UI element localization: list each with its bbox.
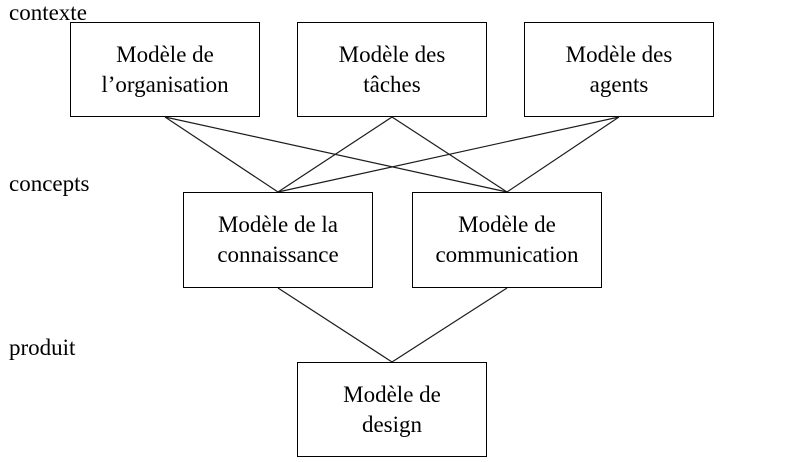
box-modele-taches: Modèle des tâches <box>297 22 487 117</box>
row-label-contexte: contexte <box>9 0 87 25</box>
box-modele-agents: Modèle des agents <box>524 22 714 117</box>
edge-organisation-to-connaissance <box>164 116 279 193</box>
edge-communication-to-design <box>391 287 508 363</box>
box-modele-organisation: Modèle de l’organisation <box>70 22 260 117</box>
edge-connaissance-to-design <box>277 287 393 363</box>
edge-taches-to-connaissance <box>277 116 393 193</box>
box-modele-design: Modèle de design <box>297 362 487 457</box>
row-label-concepts: concepts <box>9 171 90 196</box>
row-label-produit: produit <box>9 335 76 360</box>
box-modele-connaissance: Modèle de la connaissance <box>183 192 373 288</box>
edge-agents-to-connaissance <box>277 116 620 193</box>
box-modele-communication: Modèle de communication <box>412 192 602 288</box>
edge-agents-to-communication <box>506 116 620 193</box>
